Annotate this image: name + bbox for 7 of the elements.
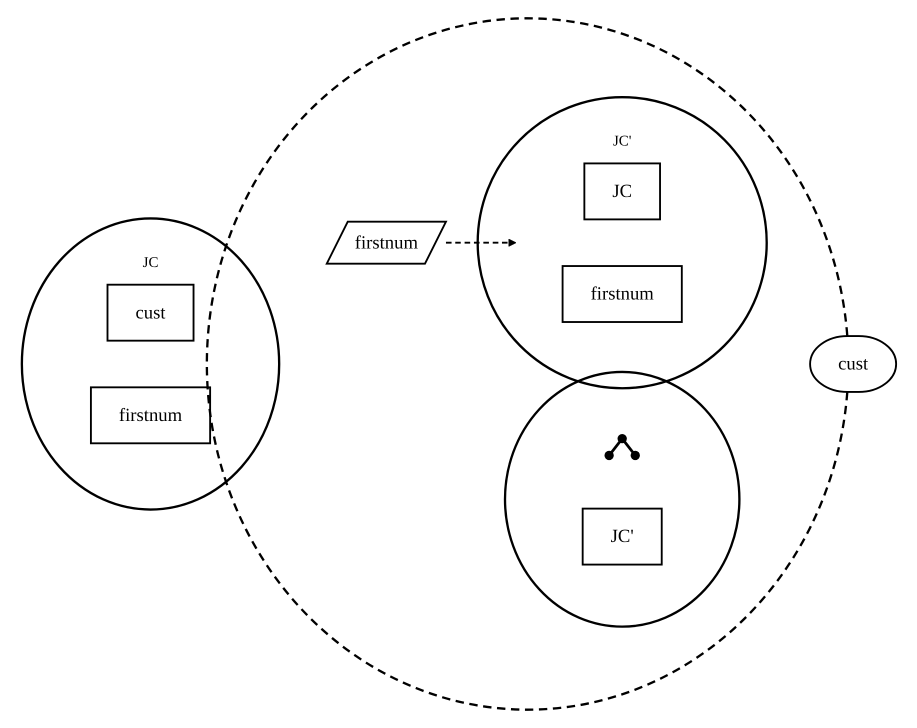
node-box: JC <box>582 162 660 220</box>
cluster <box>503 370 740 628</box>
node-box: firstnum <box>89 386 211 444</box>
node-box: cust <box>106 284 194 342</box>
arrow <box>445 238 516 247</box>
node-box: JC' <box>581 508 662 566</box>
node-box: firstnum <box>561 265 682 323</box>
